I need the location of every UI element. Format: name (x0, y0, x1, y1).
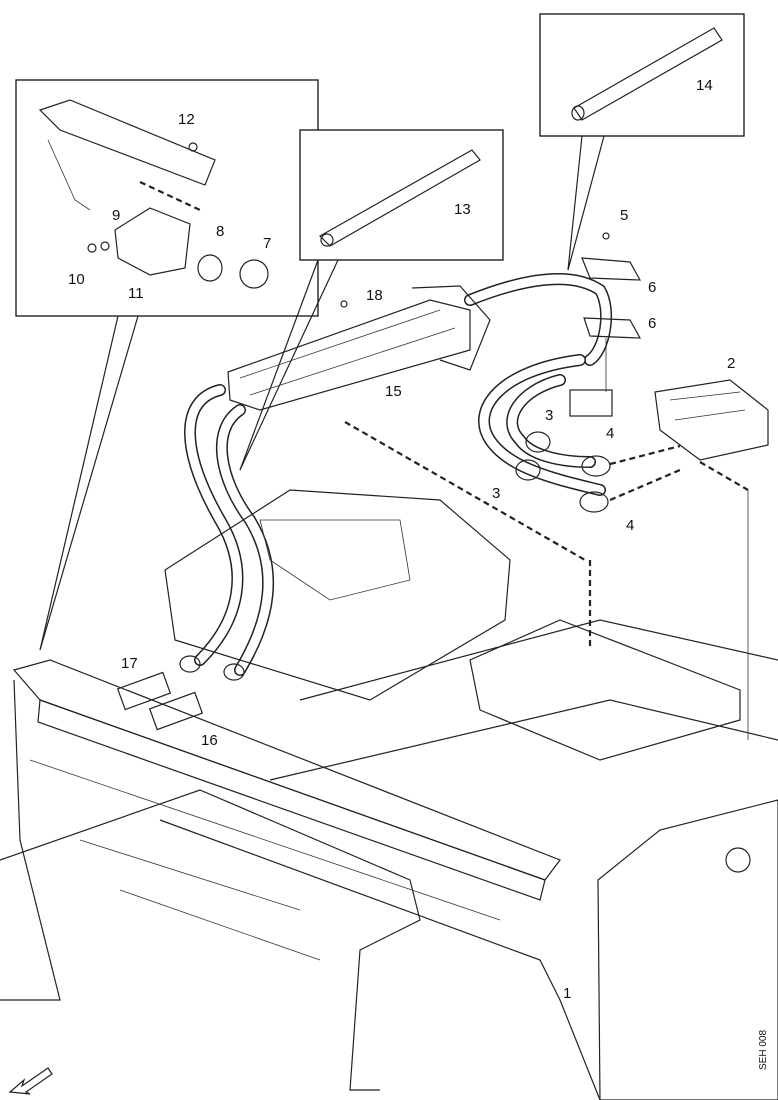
leader-line (567, 135, 583, 271)
frame-detail (29, 759, 501, 961)
elbow-4-upper (581, 455, 611, 477)
nut-10 (87, 243, 97, 253)
callout-12: 12 (178, 111, 195, 128)
detail-box-pipe-13: 13 (299, 129, 504, 261)
frame-crossmember (469, 619, 741, 761)
guide-line (344, 421, 586, 561)
fitting-3-upper (525, 431, 551, 453)
callout-3a: 3 (545, 407, 553, 424)
bracket-end (411, 285, 491, 371)
chassis-frame (0, 619, 778, 1100)
callout-4b: 4 (626, 517, 634, 534)
callout-7: 7 (263, 235, 271, 252)
callout-5: 5 (620, 207, 628, 224)
direction-arrow (8, 1067, 53, 1095)
callout-6a: 6 (648, 279, 656, 296)
tank-1: 1 (164, 489, 778, 1100)
frame-plate-hole (725, 847, 751, 873)
coupling-17 (116, 671, 172, 711)
frame-rail-left-flange (37, 699, 546, 901)
hose-end-left (179, 655, 201, 673)
detail-box-pipe-14: 14 (539, 13, 745, 137)
bracket-body (227, 299, 471, 411)
valve-detail (669, 391, 746, 421)
pipe-end (571, 105, 585, 121)
pipe-13 (319, 149, 481, 247)
frame-rail-section (38, 99, 216, 186)
frame-member (159, 819, 601, 1100)
detail-frame (299, 129, 504, 261)
pipe-clamps: 5 6 6 (569, 207, 656, 417)
coupling-16 (148, 691, 204, 731)
clamp-upper (581, 257, 642, 281)
callout-8: 8 (216, 223, 224, 240)
clamp-ring-7 (239, 259, 269, 289)
valve-assembly: 2 3 3 4 4 (492, 355, 769, 534)
frame-rail-right (299, 619, 778, 701)
washer-9 (100, 241, 110, 251)
tank-module (259, 519, 411, 601)
pipe-end (320, 233, 334, 247)
clamp-lower (583, 317, 642, 339)
valve-2 (654, 379, 769, 461)
callout-6b: 6 (648, 315, 656, 332)
leader-line (239, 259, 339, 471)
frame-rail-right-lower (269, 699, 778, 781)
support-bracket-15: 18 15 (227, 285, 491, 411)
callout-1: 1 (563, 985, 571, 1002)
frame-end-left (0, 679, 61, 1001)
nut-5 (602, 232, 610, 240)
frame-lower-left (0, 789, 421, 1091)
leader-line (39, 315, 119, 651)
arrow-icon (8, 1067, 53, 1095)
mounting-bracket (114, 207, 191, 276)
tank-top (164, 489, 511, 701)
detail-frame (15, 79, 319, 317)
frame-edge (47, 139, 91, 211)
bracket-edges (239, 309, 456, 396)
hose-end-right (223, 663, 245, 681)
elbow-4-lower (579, 491, 609, 513)
detail-leaders (39, 135, 605, 651)
callout-11: 11 (128, 285, 144, 302)
callout-14: 14 (696, 77, 713, 94)
detail-frame (539, 13, 745, 137)
bolt-18 (340, 300, 348, 308)
callout-3b: 3 (492, 485, 500, 502)
detail-box-bracket: 12 9 8 7 10 11 (15, 79, 319, 317)
callout-18: 18 (366, 287, 383, 304)
frame-rail-left (12, 659, 561, 881)
assembly-line (609, 468, 681, 502)
callout-10: 10 (68, 271, 85, 288)
assembly-line (139, 181, 201, 211)
callout-15: 15 (385, 383, 402, 400)
leader-line (39, 315, 139, 651)
tank-side (597, 799, 778, 1100)
guide-line (699, 461, 749, 491)
fitting-3-lower (515, 459, 541, 481)
callout-9: 9 (112, 207, 120, 224)
clamp-base-plate (569, 389, 613, 417)
quick-couplings: 17 16 (116, 655, 245, 749)
callout-16: 16 (201, 732, 218, 749)
callout-17: 17 (121, 655, 138, 672)
callout-4a: 4 (606, 425, 614, 442)
bolt-12 (188, 142, 198, 152)
pipe-14 (573, 27, 723, 121)
grommet-8 (197, 254, 223, 282)
leader-line (567, 135, 605, 271)
assembly-line (609, 444, 681, 466)
assembly-guides (344, 421, 749, 740)
figure-id: SEH 008 (758, 1030, 769, 1070)
pipe-routing (184, 273, 612, 676)
callout-2: 2 (727, 355, 735, 372)
callout-13: 13 (454, 201, 471, 218)
